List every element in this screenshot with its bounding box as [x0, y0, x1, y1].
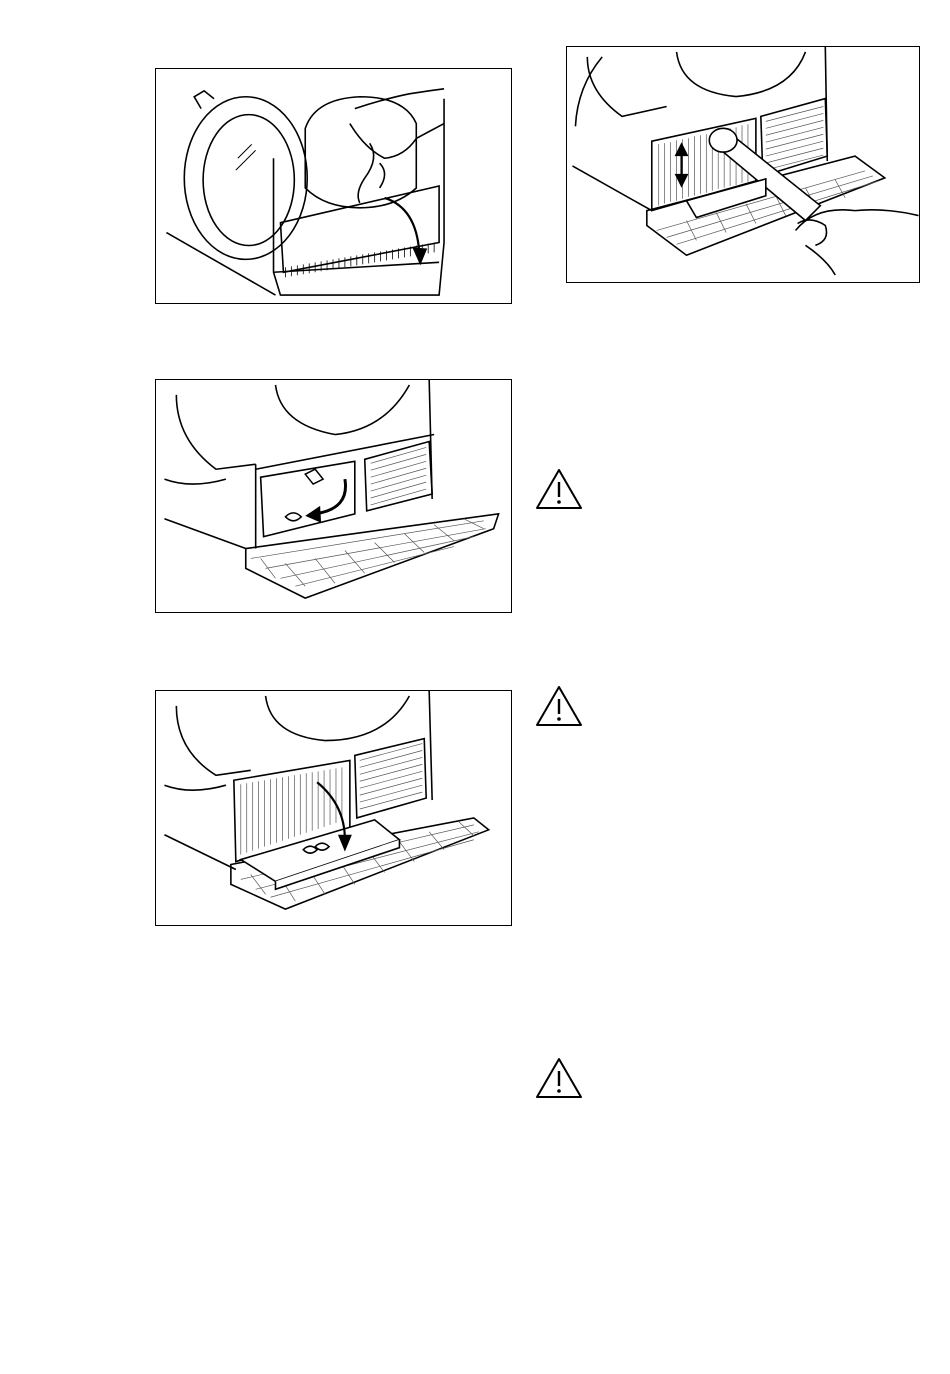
warning-triangle-icon	[534, 1056, 584, 1100]
vacuum-filter-figure	[566, 46, 920, 283]
dryer-filter-vacuum-illustration	[567, 47, 919, 282]
warning-triangle-icon	[534, 684, 584, 728]
dryer-filter-pull-out-illustration	[156, 691, 511, 925]
open-door-and-plinth-figure	[155, 68, 512, 304]
dryer-open-door-illustration	[156, 69, 511, 303]
warning-triangle-icon	[534, 467, 584, 511]
unlock-filter-cover-figure	[155, 379, 512, 613]
dryer-plinth-unlock-illustration	[156, 380, 511, 612]
remove-filter-figure	[155, 690, 512, 926]
